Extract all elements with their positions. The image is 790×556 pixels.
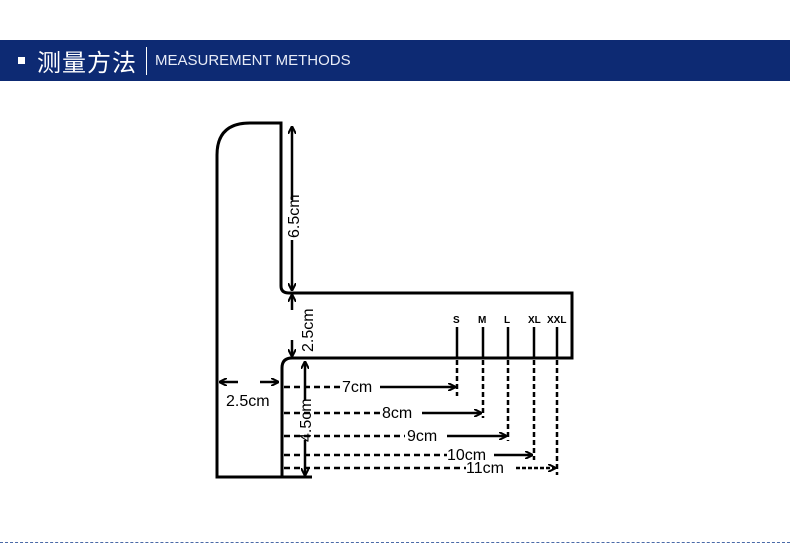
header-divider	[146, 46, 147, 75]
size-label-l: L	[504, 315, 510, 326]
section-header: 测量方法 MEASUREMENT METHODS	[0, 40, 790, 81]
length-label-xxl: 11cm	[466, 460, 504, 477]
square-bullet-icon	[18, 57, 25, 64]
size-label-s: S	[453, 315, 460, 326]
label-width: 2.5cm	[226, 393, 270, 410]
header-title-en: MEASUREMENT METHODS	[155, 52, 351, 69]
label-gap-height: 2.5cm	[300, 308, 317, 352]
strap-outline	[215, 121, 574, 479]
size-lines	[455, 327, 559, 475]
length-lines	[284, 387, 555, 468]
size-label-m: M	[478, 315, 486, 326]
length-label-l: 9cm	[407, 428, 437, 445]
size-label-xxl: XXL	[547, 315, 566, 326]
size-label-xl: XL	[528, 315, 541, 326]
length-label-s: 7cm	[342, 379, 372, 396]
length-label-xl: 10cm	[447, 447, 486, 464]
header-title-zh: 测量方法	[37, 49, 137, 77]
bottom-divider	[0, 542, 790, 543]
label-top-height: 6.5cm	[286, 194, 303, 238]
length-label-m: 8cm	[382, 405, 412, 422]
label-bottom-height: 4.5cm	[298, 398, 315, 442]
